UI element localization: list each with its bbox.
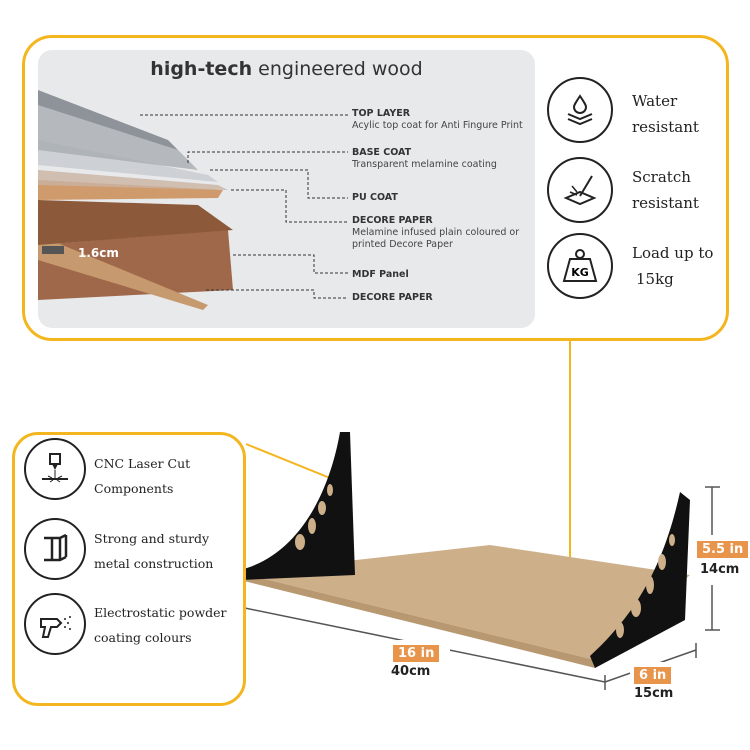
scratch-icon [547, 157, 613, 223]
title-rest: engineered wood [252, 58, 423, 80]
height-cm: 14cm [700, 562, 740, 577]
water-drop-layers-icon [547, 77, 613, 143]
thickness-label: 1.6cm [78, 246, 119, 260]
svg-text:KG: KG [571, 266, 589, 279]
kg-weight-icon: KG [547, 233, 613, 299]
depth-inches: 6 in [634, 667, 672, 684]
layer-mdf: MDF Panel [352, 269, 409, 280]
length-cm: 40cm [391, 664, 431, 679]
layers-title: high-tech engineered wood [38, 58, 535, 80]
spray-gun-icon [24, 593, 86, 655]
laser-cut-icon [24, 438, 86, 500]
layer-decore-bottom: DECORE PAPER [352, 292, 433, 303]
steel-beam-icon [24, 518, 86, 580]
height-inches: 5.5 in [697, 541, 749, 558]
layer-pu-coat: PU COAT [352, 192, 398, 203]
depth-cm: 15cm [634, 686, 674, 701]
length-inches: 16 in [393, 645, 440, 662]
wood-layers-illustration [38, 90, 348, 310]
title-bold: high-tech [150, 58, 253, 80]
